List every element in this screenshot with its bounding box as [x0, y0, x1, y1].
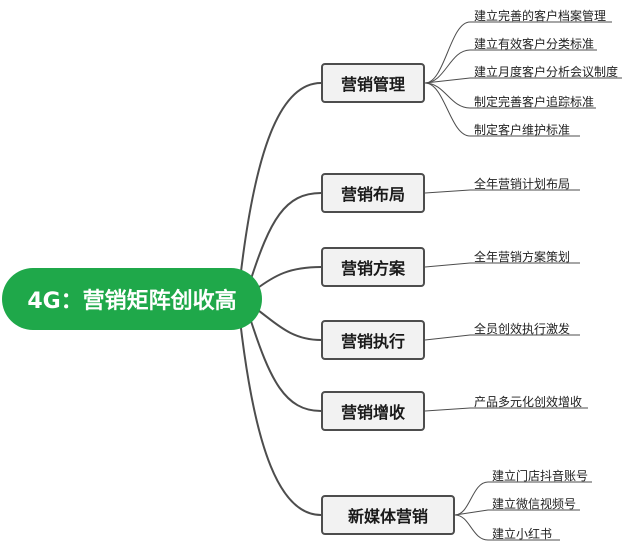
leaf-topic[interactable]: 建立门店抖音账号 [492, 469, 589, 483]
leaf-topic[interactable]: 制定客户维护标准 [474, 123, 571, 137]
leaf-topic[interactable]: 制定完善客户追踪标准 [474, 95, 595, 109]
branch-marketing-layout[interactable]: 营销布局 [321, 173, 425, 213]
branch-label: 营销增收 [340, 403, 405, 422]
leaf-topic[interactable]: 全年营销计划布局 [474, 177, 571, 191]
leaf-topic[interactable]: 建立微信视频号 [492, 497, 577, 511]
leaf-topic[interactable]: 建立月度客户分析会议制度 [474, 65, 619, 79]
branch-label: 营销执行 [340, 332, 405, 351]
central-topic-label: 4G：营销矩阵创收高 [27, 289, 237, 314]
branch-label: 营销管理 [340, 75, 405, 94]
link-root-marketing-execution [254, 307, 322, 341]
leaf-topic[interactable]: 全年营销方案策划 [474, 250, 571, 264]
branch-marketing-plan[interactable]: 营销方案 [321, 247, 425, 287]
branch-marketing-management[interactable]: 营销管理 [321, 63, 425, 103]
central-topic[interactable]: 4G：营销矩阵创收高 [2, 268, 262, 330]
link-root-marketing-revenue [249, 317, 322, 412]
leaf-topic[interactable]: 建立完善的客户档案管理 [474, 9, 607, 23]
link-root-marketing-plan [254, 266, 322, 291]
link-root-marketing-layout [249, 192, 322, 283]
leaf-topic[interactable]: 建立有效客户分类标准 [474, 37, 595, 51]
leaf-topic[interactable]: 产品多元化创效增收 [474, 395, 583, 409]
link-root-new-media [239, 319, 322, 516]
link-root-marketing-management [239, 82, 322, 281]
leaf-topic[interactable]: 建立小红书 [492, 527, 553, 541]
branch-label: 营销布局 [340, 185, 405, 204]
branch-label: 新媒体营销 [347, 507, 428, 526]
branch-marketing-revenue[interactable]: 营销增收 [321, 391, 425, 431]
branch-marketing-execution[interactable]: 营销执行 [321, 320, 425, 360]
leaf-topic[interactable]: 全员创效执行激发 [474, 322, 571, 336]
branch-new-media-marketing[interactable]: 新媒体营销 [321, 495, 455, 535]
branch-label: 营销方案 [340, 259, 405, 278]
